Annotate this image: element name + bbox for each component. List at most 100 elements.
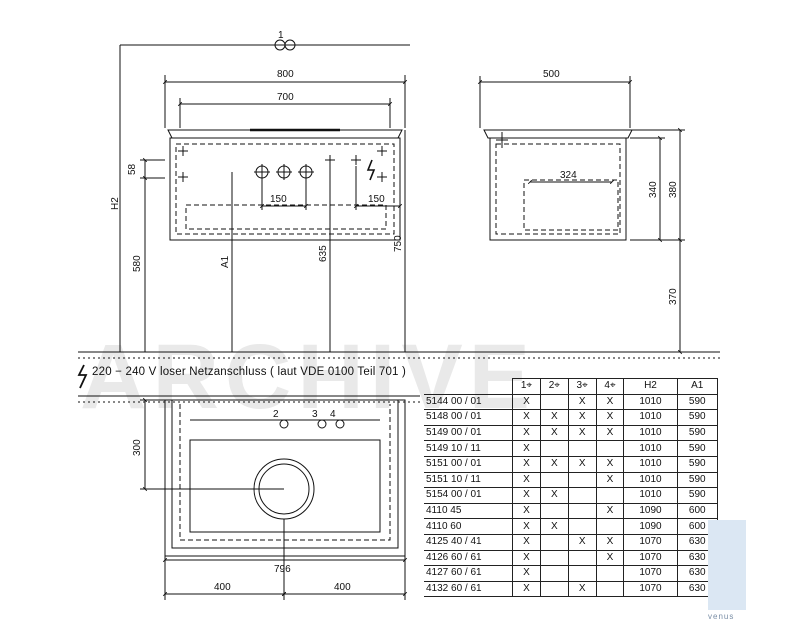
front-elevation [119,39,410,352]
cell-col-1: X [512,518,541,535]
cell-h2: 1090 [623,502,678,520]
dim-750: 750 [393,235,404,252]
cell-col-3 [567,549,597,567]
cell-col-2: X [539,518,569,535]
dim-58: 58 [127,163,138,175]
lightning-icon [77,364,88,389]
cell-col-2 [539,471,569,489]
cell-col-2 [539,533,569,551]
cell-col-3 [567,518,597,535]
cell-a1: 590 [676,471,719,489]
cell-col-3: X [567,409,597,426]
cell-h2: 1010 [623,409,678,426]
cell-h2: 1010 [623,393,678,411]
header-h2: H2 [623,378,678,395]
cell-col-2 [539,580,569,598]
cell-article: 5144 00 / 01 [424,393,513,411]
cell-col-4 [595,565,625,582]
cell-col-1: X [512,393,541,411]
cell-col-4: X [595,455,625,473]
cell-col-4: X [595,533,625,551]
cell-article: 4132 60 / 61 [424,580,513,598]
cell-article: 4127 60 / 61 [424,565,513,582]
cell-a1: 600 [676,502,719,520]
cell-col-4: X [595,409,625,426]
cell-col-2 [539,440,569,457]
wall-line [78,351,720,403]
dim-500: 500 [543,69,560,80]
plan-view [140,397,408,600]
cell-a1: 590 [676,424,719,442]
cell-h2: 1010 [623,455,678,473]
header-col-4: 4⌖ [595,378,625,395]
dim-340: 340 [648,181,659,198]
cell-col-1: X [512,533,541,551]
cell-col-4 [595,580,625,598]
cell-col-3: X [567,393,597,411]
table-header-row: 1⌖ 2⌖ 3⌖ 4⌖ H2 A1 [424,378,719,395]
cell-a1: 590 [676,440,719,457]
header-a1: A1 [676,378,719,395]
dim-a1: A1 [220,255,231,268]
cell-col-2: X [539,487,569,504]
cell-h2: 1070 [623,580,678,598]
cell-a1: 590 [676,393,719,411]
dim-324: 324 [560,170,577,181]
cell-a1: 590 [676,487,719,504]
cell-col-4: X [595,393,625,411]
cell-h2: 1010 [623,440,678,457]
callout-4-label: 4 [330,409,336,420]
cell-article: 4110 45 [424,502,513,520]
cell-col-4: X [595,502,625,520]
dim-796: 796 [274,564,291,575]
dim-580: 580 [132,255,143,272]
callout-3-label: 3 [312,409,318,420]
cell-col-2: X [539,409,569,426]
cell-col-4 [595,518,625,535]
cell-article: 5151 00 / 01 [424,455,513,473]
cell-article: 5154 00 / 01 [424,487,513,504]
cell-article: 4110 60 [424,518,513,535]
cell-col-2: X [539,424,569,442]
header-col-2: 2⌖ [539,378,569,395]
logo-mark [708,520,746,610]
cell-h2: 1090 [623,518,678,535]
cell-col-2 [539,393,569,411]
cell-a1: 590 [676,409,719,426]
cell-col-3: X [567,580,597,598]
cell-h2: 1070 [623,549,678,567]
cell-col-4: X [595,549,625,567]
cell-col-1: X [512,424,541,442]
power-note: 220 − 240 V loser Netzanschluss ( laut V… [92,366,407,378]
dim-400-right: 400 [334,582,351,593]
cell-a1: 590 [676,455,719,473]
cell-article: 4126 60 / 61 [424,549,513,567]
cell-h2: 1070 [623,565,678,582]
cell-col-3: X [567,455,597,473]
dim-380: 380 [668,181,679,198]
cell-article: 4125 40 / 41 [424,533,513,551]
header-col-3: 3⌖ [567,378,597,395]
side-elevation [477,76,685,355]
cell-col-2: X [539,455,569,473]
cell-col-1: X [512,565,541,582]
brand-logo: venus [708,520,778,628]
cell-col-4 [595,487,625,504]
cell-col-4: X [595,471,625,489]
cell-col-4: X [595,424,625,442]
cell-col-4 [595,440,625,457]
cell-article: 5151 10 / 11 [424,471,513,489]
cell-col-1: X [512,549,541,567]
logo-text: venus [708,612,735,621]
